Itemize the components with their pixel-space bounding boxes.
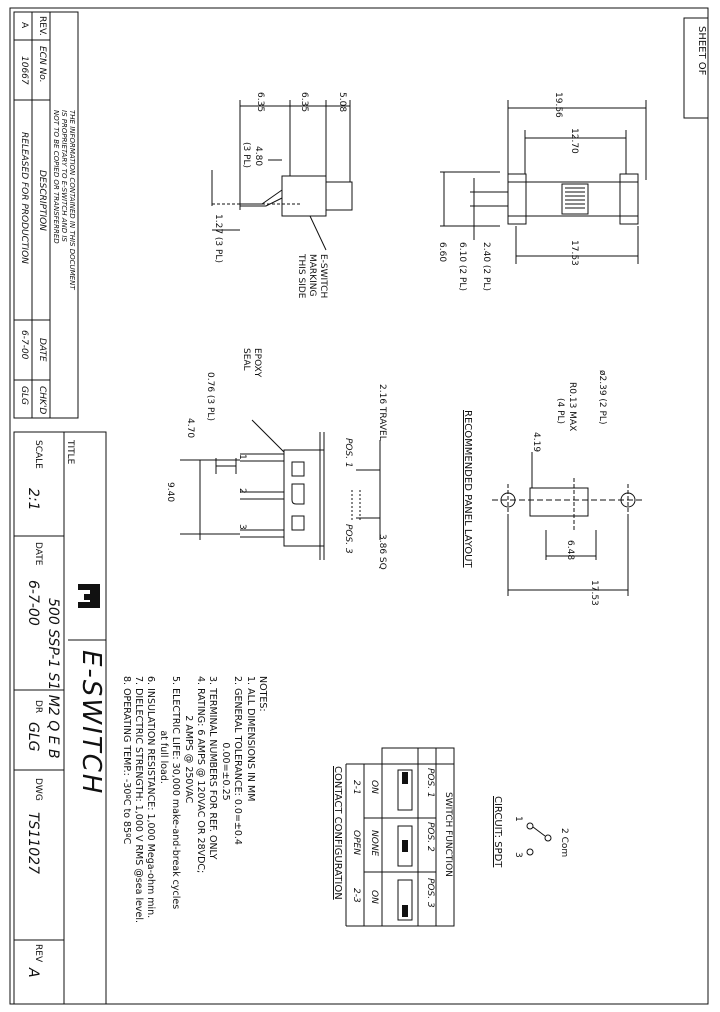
dim-4-80: 4.80 bbox=[253, 146, 263, 167]
chkd-col-header: CHK'D bbox=[37, 386, 47, 415]
notes: NOTES: 1. ALL DIMENSIONS IN MM 2. GENERA… bbox=[120, 676, 268, 924]
epoxy-seal-label: EPOXY SEAL bbox=[241, 348, 262, 378]
switch-mode-pos2: NONE bbox=[369, 830, 379, 857]
terminal-3: 3 bbox=[237, 524, 247, 530]
marking-note: E-SWITCH MARKING THIS SIDE bbox=[296, 254, 328, 299]
terminal-2: 2 bbox=[237, 488, 247, 494]
date-col-header: DATE bbox=[37, 338, 47, 362]
switch-mode-pos1: ON bbox=[369, 780, 379, 794]
dwg-number: TS11027 bbox=[25, 812, 41, 874]
switch-mode-pos3: ON bbox=[369, 890, 379, 904]
dim-4-70: 4.70 bbox=[185, 418, 195, 439]
dim-4-80-3pl: (3 PL) bbox=[241, 142, 251, 169]
drawing-title: 500 SSP-1 S1 M2 Q E B bbox=[45, 598, 61, 759]
proprietary-notice: THE INFORMATION CONTAINED IN THIS DOCUME… bbox=[52, 110, 76, 290]
circuit-terminal-1: 1 bbox=[513, 816, 523, 822]
description-value: RELEASED FOR PRODUCTION bbox=[19, 132, 29, 264]
dim-3-86-sq: 3.86 SQ bbox=[377, 534, 387, 570]
dim-1-27: 1.27 (3 PL) bbox=[213, 214, 223, 263]
pos-1-label: POS. 1 bbox=[343, 438, 353, 468]
dim-radius: R0.13 MAX bbox=[567, 382, 577, 432]
switch-header-pos2: POS. 2 bbox=[425, 822, 435, 852]
dim-6-35-a: 6.35 bbox=[299, 92, 309, 113]
drawn-by-value: GLG bbox=[25, 722, 41, 752]
description-col-header: DESCRIPTION bbox=[37, 170, 47, 231]
switch-contact-pos3: 2-3 bbox=[351, 888, 361, 903]
dim-5-08: 5.08 bbox=[337, 92, 347, 113]
switch-header-pos3: POS. 3 bbox=[425, 878, 435, 908]
switch-contact-pos1: 2-1 bbox=[351, 780, 361, 795]
rev-value-title: A bbox=[25, 968, 41, 978]
dim-4-19: 4.19 bbox=[531, 432, 541, 453]
terminal-1: 1 bbox=[237, 454, 247, 460]
dim-6-60: 6.60 bbox=[437, 242, 447, 263]
circuit-terminal-3: 3 bbox=[513, 852, 523, 858]
scale-value: 2:1 bbox=[25, 488, 41, 511]
dwg-label: DWG bbox=[33, 778, 43, 801]
pos-3-label: POS. 3 bbox=[343, 524, 353, 554]
title-label: TITLE bbox=[65, 440, 75, 465]
dim-19-56: 19.56 bbox=[553, 92, 563, 118]
dim-2-40: 2.40 (2 PL) bbox=[481, 242, 491, 291]
sheet-of-label: SHEET OF bbox=[696, 26, 707, 76]
dim-6-48: 6.48 bbox=[565, 540, 575, 561]
contact-configuration-caption: CONTACT CONFIGURATION bbox=[332, 766, 343, 900]
ecn-col-header: ECN No. bbox=[37, 46, 47, 83]
date-label: DATE bbox=[33, 542, 43, 566]
dim-17-53-panel: 17.53 bbox=[589, 580, 599, 606]
rev-value: A bbox=[19, 22, 29, 29]
dim-hole-dia: ø2.39 (2 PL) bbox=[597, 370, 607, 425]
switch-header-pos1: POS. 1 bbox=[425, 768, 435, 798]
date-value: 6-7-00 bbox=[19, 330, 29, 360]
dim-6-10: 6.10 (2 PL) bbox=[457, 242, 467, 291]
dim-radius-4pl: (4 PL) bbox=[555, 398, 565, 425]
dim-travel: 2.16 TRAVEL bbox=[377, 384, 387, 441]
dim-0-76: 0.76 (3 PL) bbox=[205, 372, 215, 421]
dim-6-35-b: 6.35 bbox=[255, 92, 265, 113]
switch-contact-pos2: OPEN bbox=[351, 830, 361, 855]
ecn-value: 10667 bbox=[19, 56, 29, 85]
drawn-by-label: DR bbox=[33, 700, 43, 714]
date-value-title: 6-7-00 bbox=[25, 580, 41, 626]
notes-title: NOTES: bbox=[257, 676, 268, 712]
panel-layout-title: RECOMMENDED PANEL LAYOUT bbox=[462, 410, 473, 568]
rev-col-header: REV. bbox=[37, 16, 47, 36]
chkd-value: GLG bbox=[19, 386, 29, 405]
scale-label: SCALE bbox=[33, 440, 43, 469]
circuit-com: 2 Com bbox=[559, 828, 569, 858]
dim-12-70: 12.70 bbox=[569, 128, 579, 154]
switch-function-title: SWITCH FUNCTION bbox=[443, 792, 453, 877]
dim-17-53-top: 17.53 bbox=[569, 240, 579, 266]
e-switch-logo: E-SWITCH bbox=[76, 650, 106, 796]
circuit-title: CIRCUIT: SPDT bbox=[492, 796, 503, 868]
dim-9-40: 9.40 bbox=[165, 482, 175, 503]
rev-label-title: REV bbox=[33, 944, 43, 963]
